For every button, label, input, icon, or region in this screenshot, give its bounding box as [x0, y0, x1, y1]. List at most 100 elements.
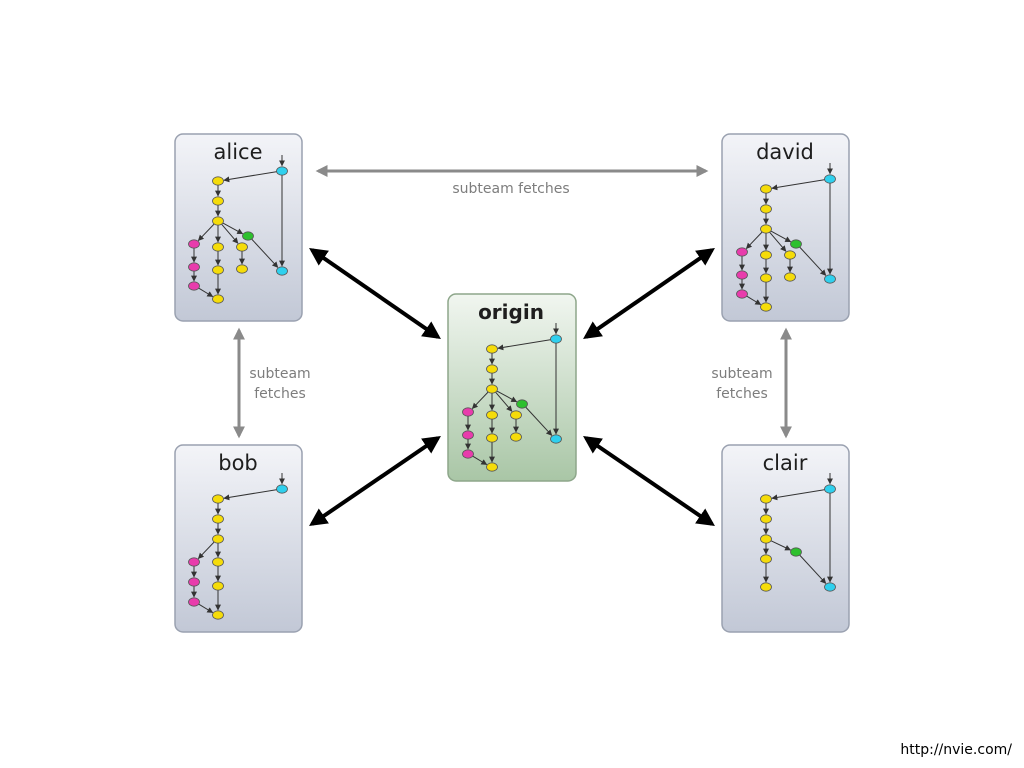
repo-bob: bob [174, 444, 303, 633]
feature-commit-node [736, 247, 748, 257]
feature-commit-node [736, 289, 748, 299]
repo-box [174, 133, 303, 322]
release-commit-node [516, 399, 528, 409]
develop-commit-node [486, 462, 498, 472]
commit-edge [799, 554, 827, 584]
develop-commit-node [510, 432, 522, 442]
develop-commit-node [236, 264, 248, 274]
release-commit-node [790, 239, 802, 249]
repo-label-bob: bob [218, 451, 258, 475]
feature-commit-node [462, 430, 474, 440]
master-commit-node [276, 484, 288, 494]
subteam-fetch-arrows: subteam fetches subteam fetches subteam … [233, 165, 792, 439]
release-commit-node [790, 547, 802, 557]
right-fetch-label-line1: subteam [711, 366, 772, 382]
repo-label-alice: alice [213, 140, 262, 164]
develop-commit-node [760, 514, 772, 524]
feature-commit-node [188, 262, 200, 272]
develop-commit-node [212, 494, 224, 504]
develop-commit-node [510, 410, 522, 420]
bob-origin-arrow [309, 435, 441, 527]
master-commit-node [550, 434, 562, 444]
feature-commit-node [736, 270, 748, 280]
commit-graph-origin [462, 323, 562, 472]
develop-commit-node [212, 265, 224, 275]
commit-edge [251, 238, 279, 268]
master-commit-node [550, 334, 562, 344]
develop-commit-node [784, 250, 796, 260]
master-commit-node [276, 166, 288, 176]
commit-graph-clair [760, 473, 836, 592]
develop-commit-node [212, 557, 224, 567]
commit-edge [770, 540, 792, 551]
repo-label-david: david [756, 140, 814, 164]
feature-commit-node [188, 577, 200, 587]
commit-edge [223, 171, 278, 183]
master-commit-node [824, 274, 836, 284]
repo-origin: origin [447, 293, 577, 482]
commit-edge [525, 406, 553, 436]
develop-commit-node [784, 272, 796, 282]
master-commit-node [824, 484, 836, 494]
develop-commit-node [760, 302, 772, 312]
clair-origin-arrow [583, 435, 715, 527]
develop-commit-node [212, 610, 224, 620]
develop-commit-node [486, 344, 498, 354]
feature-commit-node [188, 557, 200, 567]
repo-david: david [721, 133, 850, 322]
master-commit-node [824, 582, 836, 592]
develop-commit-node [212, 216, 224, 226]
commit-edge [198, 287, 214, 298]
feature-commit-node [188, 597, 200, 607]
develop-commit-node [760, 184, 772, 194]
commit-edge [471, 391, 489, 409]
commit-edge [799, 246, 827, 276]
repo-label-origin: origin [478, 300, 544, 324]
master-commit-node [824, 174, 836, 184]
develop-commit-node [760, 494, 772, 504]
develop-commit-node [212, 196, 224, 206]
feature-commit-node [188, 281, 200, 291]
develop-commit-node [212, 176, 224, 186]
release-commit-node [242, 231, 254, 241]
develop-commit-node [212, 514, 224, 524]
develop-commit-node [212, 294, 224, 304]
commit-graph-bob [188, 473, 288, 620]
commit-edge [472, 455, 488, 466]
develop-commit-node [212, 581, 224, 591]
develop-commit-node [212, 242, 224, 252]
commit-edge [771, 179, 826, 191]
develop-commit-node [486, 384, 498, 394]
commit-edge [769, 231, 787, 252]
left-fetch-label-line2: fetches [254, 386, 306, 402]
repo-clair: clair [721, 444, 850, 633]
develop-commit-node [760, 224, 772, 234]
commit-edge [223, 489, 278, 501]
develop-commit-node [486, 364, 498, 374]
repo-alice: alice [174, 133, 303, 322]
develop-commit-node [760, 273, 772, 283]
commit-edge [197, 541, 215, 559]
commit-edge [497, 339, 552, 351]
develop-commit-node [486, 433, 498, 443]
commit-edge [771, 489, 826, 501]
commit-graph-david [736, 163, 836, 312]
develop-commit-node [212, 534, 224, 544]
commit-edge [222, 222, 244, 235]
commit-edge [197, 223, 215, 241]
left-fetch-label-line1: subteam [249, 366, 310, 382]
feature-commit-node [188, 239, 200, 249]
master-commit-node [276, 266, 288, 276]
develop-commit-node [760, 204, 772, 214]
feature-commit-node [462, 449, 474, 459]
commit-graph-alice [188, 155, 288, 304]
feature-commit-node [462, 407, 474, 417]
origin-sync-arrows [309, 247, 715, 527]
commit-edge [770, 230, 792, 243]
develop-commit-node [760, 534, 772, 544]
repo-label-clair: clair [763, 451, 808, 475]
develop-commit-node [760, 554, 772, 564]
alice-origin-arrow [309, 247, 441, 340]
commit-edge [221, 223, 239, 244]
